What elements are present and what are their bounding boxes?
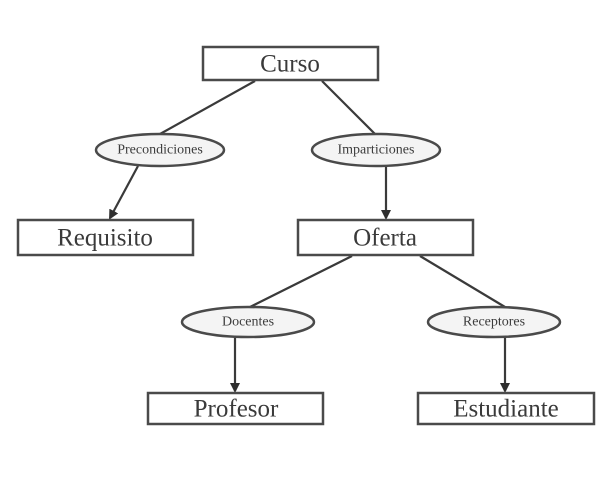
edge-oferta-receptores	[419, 255, 506, 308]
relation-imparticiones: Imparticiones	[310, 132, 442, 168]
relation-receptores: Receptores	[426, 305, 562, 339]
edge-curso-precondiciones	[159, 80, 256, 135]
relation-imparticiones-label: Imparticiones	[338, 143, 415, 158]
entity-profesor: Profesor	[146, 391, 325, 426]
relation-docentes-label: Docentes	[222, 315, 274, 330]
relation-receptores-label: Receptores	[463, 315, 525, 330]
entity-curso: Curso	[201, 45, 380, 82]
relation-precondiciones: Precondiciones	[94, 132, 226, 168]
relation-docentes: Docentes	[180, 305, 316, 339]
edge-curso-imparticiones	[321, 80, 376, 135]
arrow-precondiciones-requisito	[109, 165, 139, 220]
entity-estudiante-label: Estudiante	[453, 396, 559, 423]
entity-estudiante: Estudiante	[416, 391, 596, 426]
relation-precondiciones-label: Precondiciones	[117, 143, 203, 158]
entity-requisito: Requisito	[16, 218, 195, 257]
entity-curso-label: Curso	[260, 51, 320, 78]
entity-requisito-label: Requisito	[57, 225, 153, 252]
entity-oferta: Oferta	[296, 218, 475, 257]
entity-oferta-label: Oferta	[353, 225, 417, 252]
entity-profesor-label: Profesor	[194, 396, 279, 423]
edge-oferta-docentes	[249, 255, 353, 308]
